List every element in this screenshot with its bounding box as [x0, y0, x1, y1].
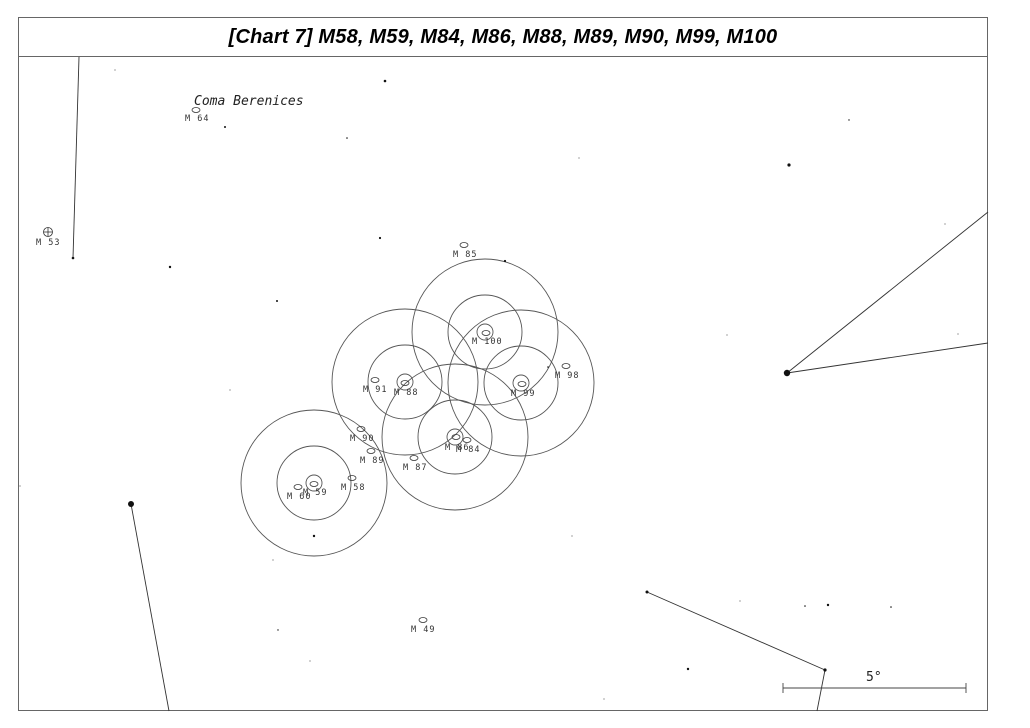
title-bar: [Chart 7] M58, M59, M84, M86, M88, M89, … [19, 18, 987, 57]
star [503, 259, 507, 263]
object-label-m59: M 59 [303, 488, 327, 498]
finder-circle-m59-inner [305, 474, 323, 492]
object-label-m86: M 86 [445, 443, 469, 453]
finder-circles [240, 258, 595, 557]
star [224, 126, 226, 128]
constellation-lines [72, 56, 989, 712]
stars [19, 69, 959, 700]
star [309, 660, 311, 662]
galaxy-marker-m85 [459, 242, 469, 248]
galaxy-marker-m91 [370, 377, 380, 383]
star [71, 256, 75, 260]
star [804, 605, 806, 607]
star [272, 559, 274, 561]
star [229, 389, 231, 391]
object-label-m53: M 53 [36, 238, 60, 248]
galaxy-marker-m59 [309, 481, 319, 487]
finder-circle-m99-mid [483, 345, 559, 421]
constellation-line [816, 669, 826, 712]
galaxy-marker-m89 [366, 448, 376, 454]
star [128, 501, 134, 507]
galaxy-marker-m86 [451, 434, 461, 440]
finder-circle-m86-mid [417, 399, 493, 475]
star [19, 485, 21, 487]
constellation-line [72, 56, 80, 259]
constellation-line [786, 211, 989, 374]
object-label-m49: M 49 [411, 625, 435, 635]
finder-circle-m100-inner [476, 323, 494, 341]
star [547, 366, 549, 368]
star [826, 603, 830, 607]
finder-circle-m88-outer [331, 308, 479, 456]
star [739, 600, 741, 602]
star [277, 629, 279, 631]
object-label-m84: M 84 [456, 445, 480, 455]
star [571, 535, 573, 537]
object-label-m64: M 64 [185, 114, 209, 124]
star [957, 333, 959, 335]
star [168, 265, 172, 269]
constellation-line [646, 591, 826, 671]
finder-circle-m100-outer [411, 258, 559, 406]
object-label-m98: M 98 [555, 371, 579, 381]
galaxy-marker-m88 [400, 380, 410, 386]
galaxy-marker-m49 [418, 617, 428, 623]
galaxy-marker-m64 [191, 107, 201, 113]
finder-circle-m88-inner [396, 373, 414, 391]
galaxy-markers [191, 107, 571, 623]
galaxy-marker-m90 [356, 426, 366, 432]
object-label-m100: M 100 [472, 337, 503, 347]
object-label-m89: M 89 [360, 456, 384, 466]
star [645, 590, 649, 594]
star [603, 698, 605, 700]
star [686, 667, 690, 671]
galaxy-marker-m99 [517, 381, 527, 387]
object-labels: Coma Berenices M 64 M 53 M 85 M 100 M 98… [36, 94, 579, 635]
star [578, 157, 580, 159]
scale-label: 5° [866, 670, 882, 685]
object-label-m99: M 99 [511, 389, 535, 399]
star [823, 668, 827, 672]
star [378, 236, 382, 240]
finder-circle-m100-mid [447, 294, 523, 370]
object-label-m58: M 58 [341, 483, 365, 493]
star [787, 163, 791, 167]
finder-circle-m59-outer [240, 409, 388, 557]
constellation-line [786, 342, 989, 374]
star [944, 223, 946, 225]
galaxy-marker-m60 [293, 484, 303, 490]
galaxy-marker-m58 [347, 475, 357, 481]
constellation-label: Coma Berenices [194, 94, 304, 109]
constellation-line [130, 503, 170, 712]
star [726, 334, 728, 336]
star [890, 606, 892, 608]
star [848, 119, 850, 121]
globular-cluster-m53 [43, 227, 53, 237]
finder-circle-m99-outer [447, 309, 595, 457]
star [276, 300, 278, 302]
finder-circle-m88-mid [367, 344, 443, 420]
galaxy-marker-m98 [561, 363, 571, 369]
finder-circle-m86-inner [446, 428, 464, 446]
star [346, 137, 348, 139]
object-label-m90: M 90 [350, 434, 374, 444]
galaxy-marker-m87 [409, 455, 419, 461]
star [783, 369, 791, 377]
galaxy-marker-m84 [462, 437, 472, 443]
object-label-m60: M 60 [287, 492, 311, 502]
object-label-m91: M 91 [363, 385, 387, 395]
star [312, 534, 316, 538]
finder-circle-m59-mid [276, 445, 352, 521]
object-label-m87: M 87 [403, 463, 427, 473]
star [114, 69, 116, 71]
star [383, 79, 387, 83]
finder-circle-m99-inner [512, 374, 530, 392]
finder-circle-m86-outer [381, 363, 529, 511]
object-label-m85: M 85 [453, 250, 477, 260]
chart-title: [Chart 7] M58, M59, M84, M86, M88, M89, … [228, 25, 778, 48]
galaxy-marker-m100 [481, 330, 491, 336]
scale-bar [782, 683, 967, 693]
object-label-m88: M 88 [394, 388, 418, 398]
